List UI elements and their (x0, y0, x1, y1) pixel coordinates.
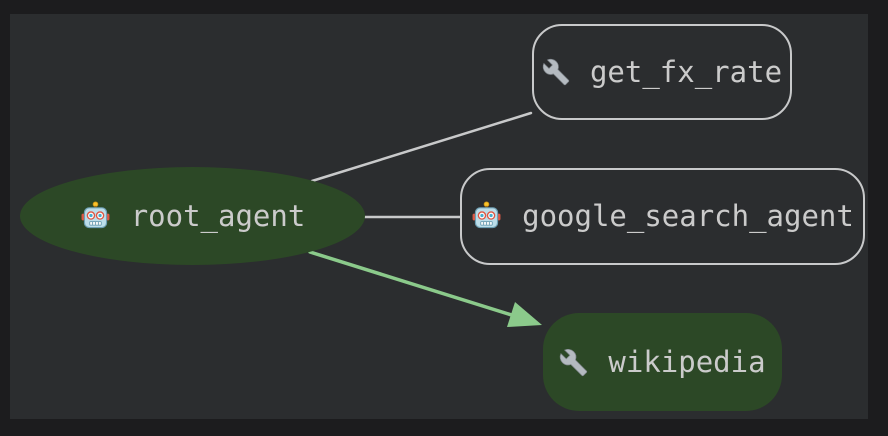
node-get-fx-rate[interactable]: get_fx_rate (532, 24, 792, 120)
wrench-icon (542, 58, 570, 86)
node-label: get_fx_rate (589, 54, 783, 89)
agent-graph-canvas[interactable]: root_agent get_fx_rate (10, 14, 868, 419)
node-label: root_agent (130, 198, 306, 233)
node-google-search-agent[interactable]: google_search_agent (460, 168, 865, 265)
arrowhead-wikipedia (507, 302, 542, 327)
node-label: google_search_agent (522, 199, 854, 233)
node-label: wikipedia (608, 344, 766, 379)
wrench-icon (559, 348, 588, 377)
robot-icon (80, 200, 111, 232)
node-root-agent[interactable]: root_agent (20, 167, 365, 265)
robot-icon (471, 201, 502, 232)
node-wikipedia[interactable]: wikipedia (543, 313, 782, 411)
